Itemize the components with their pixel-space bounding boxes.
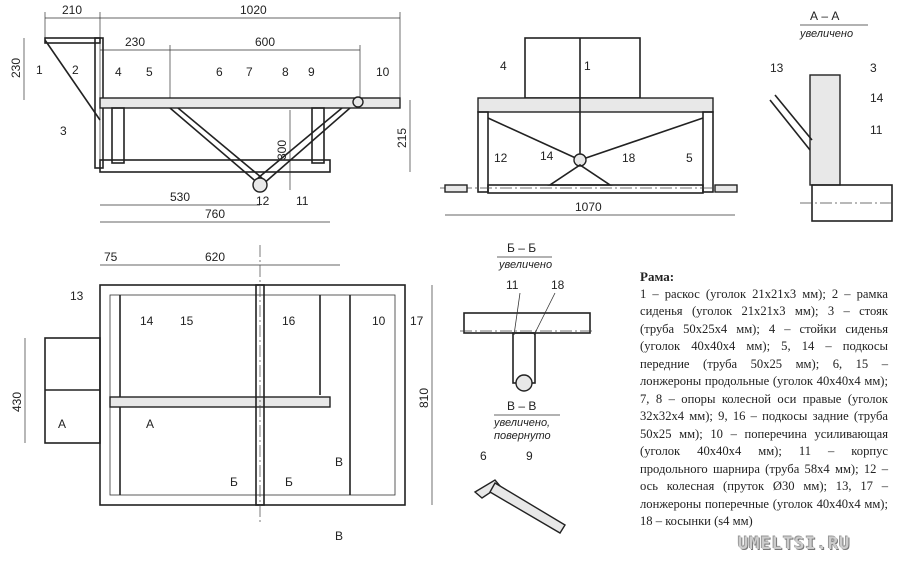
section-a-a: А – А увеличено 13 3 14 11 xyxy=(769,9,895,222)
watermark: UMELTSI.RU xyxy=(738,534,851,554)
callout-10: 10 xyxy=(372,314,386,328)
callout-4: 4 xyxy=(115,65,122,79)
callout-18: 18 xyxy=(551,278,565,292)
callout-11: 11 xyxy=(506,278,519,292)
callout-12: 12 xyxy=(256,194,270,208)
dim-530: 530 xyxy=(170,190,190,204)
side-view: 210 1020 230 600 230 300 215 530 760 1 2… xyxy=(9,3,411,223)
section-aa-subtitle: увеличено xyxy=(799,28,853,40)
callout-17: 17 xyxy=(410,314,424,328)
dim-230-left: 230 xyxy=(9,58,23,78)
legend-title: Рама: xyxy=(640,269,675,284)
callout-12: 12 xyxy=(494,151,508,165)
callout-6: 6 xyxy=(480,449,487,463)
callout-5: 5 xyxy=(146,65,153,79)
section-vv-subtitle-2: повернуто xyxy=(494,430,551,442)
callout-14: 14 xyxy=(140,314,154,328)
callout-2: 2 xyxy=(72,63,79,77)
callout-16: 16 xyxy=(282,314,296,328)
callout-10: 10 xyxy=(376,65,390,79)
callout-3: 3 xyxy=(60,124,67,138)
dim-75: 75 xyxy=(104,250,118,264)
callout-5: 5 xyxy=(686,151,693,165)
dim-300: 300 xyxy=(275,140,289,160)
callout-11: 11 xyxy=(870,123,883,137)
dim-760: 760 xyxy=(205,207,225,221)
callout-7: 7 xyxy=(246,65,253,79)
cut-mark-b-left: Б xyxy=(230,475,238,489)
callout-13: 13 xyxy=(770,61,784,75)
cut-mark-v-top: В xyxy=(335,455,343,469)
cut-mark-b-right: Б xyxy=(285,475,293,489)
legend: Рама: 1 – раскос (уголок 21х21х3 мм); 2 … xyxy=(640,268,888,531)
plan-view: 75 620 430 810 13 14 15 16 10 17 А А Б Б… xyxy=(10,245,433,543)
callout-6: 6 xyxy=(216,65,223,79)
callout-8: 8 xyxy=(282,65,289,79)
callout-1: 1 xyxy=(36,63,43,77)
section-vv-subtitle: увеличено, xyxy=(493,417,550,429)
callout-18: 18 xyxy=(622,151,636,165)
section-aa-title: А – А xyxy=(810,9,839,23)
front-view: 1070 4 1 14 12 18 5 xyxy=(440,37,740,216)
legend-text: 1 – раскос (уголок 21х21х3 мм); 2 – рамк… xyxy=(640,286,888,529)
cut-mark-a-left: А xyxy=(58,417,66,431)
section-b-b: Б – Б увеличено 11 18 xyxy=(460,241,595,392)
callout-14: 14 xyxy=(540,149,554,163)
callout-9: 9 xyxy=(526,449,533,463)
section-vv-title: В – В xyxy=(507,399,536,413)
callout-11: 11 xyxy=(296,194,309,208)
dim-1020: 1020 xyxy=(240,3,267,17)
cut-mark-a-right: А xyxy=(146,417,154,431)
section-bb-subtitle: увеличено xyxy=(498,259,552,271)
dim-215: 215 xyxy=(395,128,409,148)
dim-620: 620 xyxy=(205,250,225,264)
dim-810: 810 xyxy=(417,388,431,408)
callout-1: 1 xyxy=(584,59,591,73)
section-bb-title: Б – Б xyxy=(507,241,536,255)
callout-3: 3 xyxy=(870,61,877,75)
callout-9: 9 xyxy=(308,65,315,79)
dim-1070: 1070 xyxy=(575,200,602,214)
callout-14: 14 xyxy=(870,91,884,105)
callout-15: 15 xyxy=(180,314,194,328)
section-v-v: В – В увеличено, повернуто 6 9 xyxy=(473,399,566,534)
dim-600: 600 xyxy=(255,35,275,49)
callout-13: 13 xyxy=(70,289,84,303)
dim-230-top: 230 xyxy=(125,35,145,49)
cut-mark-v-bottom: В xyxy=(335,529,343,543)
dim-430: 430 xyxy=(10,392,24,412)
callout-4: 4 xyxy=(500,59,507,73)
dim-210: 210 xyxy=(62,3,82,17)
